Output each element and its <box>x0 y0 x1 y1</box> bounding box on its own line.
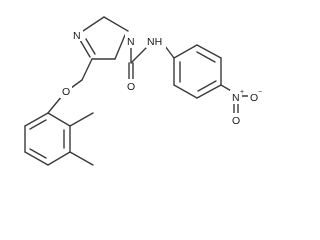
dimethylphenyl-ring <box>24 112 71 166</box>
nitro-oxygen-anion-label: O <box>250 92 258 104</box>
ring-nitrogen-label: N <box>73 30 81 42</box>
methylene-ether-linker <box>47 58 93 114</box>
amide-nh-label: NH <box>147 36 162 48</box>
molecule-structure: N N NH O O N + O − O <box>24 16 262 166</box>
carboxamide-group <box>128 46 148 81</box>
ether-oxygen-label: O <box>62 86 70 98</box>
atom-labels: N N NH O O N + O − O <box>60 28 262 127</box>
imidazoline-ring <box>79 16 129 60</box>
nitro-oxygen-charge: − <box>258 89 262 96</box>
amide-ring-nitrogen-label: N <box>127 36 135 48</box>
nitro-oxygen-label: O <box>232 115 240 127</box>
carbonyl-oxygen-label: O <box>127 81 135 93</box>
nitrophenyl-ring <box>164 44 222 99</box>
methyl-substituents <box>69 112 94 166</box>
nitro-nitrogen-label: N <box>232 92 240 104</box>
nitro-nitrogen-charge: + <box>240 89 244 96</box>
